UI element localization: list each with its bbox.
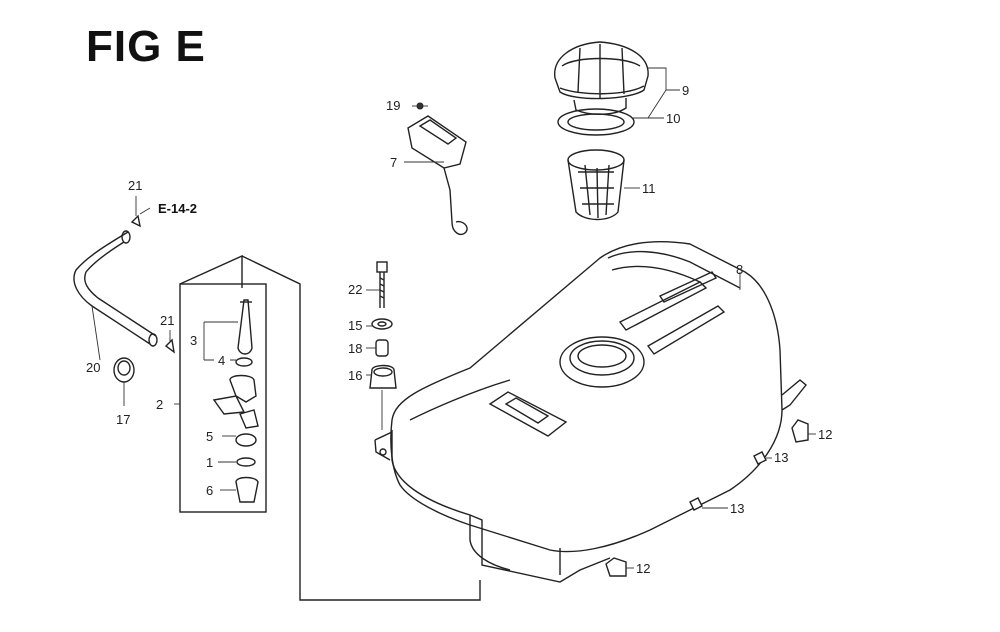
fuel-hose xyxy=(73,230,158,347)
callout-21-upper: 21 xyxy=(128,178,142,193)
callout-17: 17 xyxy=(116,412,130,427)
tank-clip-right xyxy=(791,419,809,443)
callout-10: 10 xyxy=(666,111,680,126)
callout-18: 18 xyxy=(348,341,362,356)
callout-20: 20 xyxy=(86,360,100,375)
callout-1: 1 xyxy=(206,455,213,470)
hose-clip-lower xyxy=(164,338,175,354)
tank-clip-bottom xyxy=(605,557,627,577)
mounting-bolt xyxy=(376,261,388,308)
callout-6: 6 xyxy=(206,483,213,498)
fuel-strainer xyxy=(567,149,625,221)
grommet xyxy=(113,357,135,383)
callout-12-bottom: 12 xyxy=(636,561,650,576)
callout-11: 11 xyxy=(642,181,656,196)
fuel-valve-assembly xyxy=(179,254,481,601)
callout-5: 5 xyxy=(206,429,213,444)
fuel-gauge xyxy=(407,102,468,236)
callout-22: 22 xyxy=(348,282,362,297)
washer xyxy=(371,318,393,330)
cap-gasket xyxy=(557,108,635,136)
fuel-tank xyxy=(374,241,807,583)
fuel-cap xyxy=(554,41,649,115)
callout-21-lower: 21 xyxy=(160,313,174,328)
tank-grommet-upper xyxy=(753,451,767,465)
callout-12-right: 12 xyxy=(818,427,832,442)
hose-clip-upper xyxy=(130,214,141,228)
callout-15: 15 xyxy=(348,318,362,333)
callout-7: 7 xyxy=(390,155,397,170)
collar xyxy=(375,339,389,357)
callout-13-lower: 13 xyxy=(730,501,744,516)
callout-8: 8 xyxy=(736,262,743,277)
callout-2: 2 xyxy=(156,397,163,412)
callout-16: 16 xyxy=(348,368,362,383)
figure-title: FIG E xyxy=(86,22,206,71)
callout-19: 19 xyxy=(386,98,400,113)
callout-3: 3 xyxy=(190,333,197,348)
callout-4: 4 xyxy=(218,353,225,368)
tank-grommet-lower xyxy=(689,497,703,511)
leader-lines xyxy=(91,67,816,569)
rubber-mount xyxy=(369,364,397,389)
callout-13-upper: 13 xyxy=(774,450,788,465)
reference-label: E-14-2 xyxy=(158,201,197,216)
callout-9: 9 xyxy=(682,83,689,98)
